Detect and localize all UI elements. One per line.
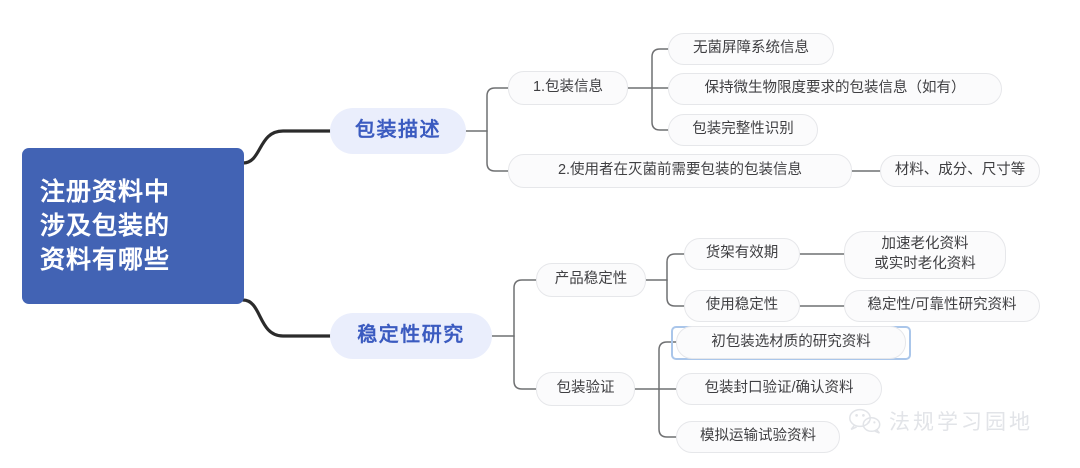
link-c3-to-g1 <box>666 253 685 281</box>
branch-node-stability-study[interactable]: 稳定性研究 <box>330 313 492 359</box>
link-c1-to-l3 <box>651 87 669 131</box>
leaf-packaging-integrity-identification[interactable]: 包装完整性识别 <box>668 114 818 146</box>
leaf-accelerated-or-realtime-aging-data[interactable]: 加速老化资料 或实时老化资料 <box>844 231 1006 279</box>
node-product-stability[interactable]: 产品稳定性 <box>536 263 646 297</box>
link-c3-to-g2 <box>666 279 685 307</box>
leaf-seal-validation-confirmation-data[interactable]: 包装封口验证/确认资料 <box>676 373 882 405</box>
branch-node-packaging-description[interactable]: 包装描述 <box>330 108 466 154</box>
node-shelf-life[interactable]: 货架有效期 <box>684 238 800 270</box>
link-branch1-to-c1 <box>486 87 509 132</box>
leaf-microbial-limit-packaging-info[interactable]: 保持微生物限度要求的包装信息（如有） <box>668 73 1002 105</box>
link-branch1-to-c2 <box>486 130 509 172</box>
root-node[interactable]: 注册资料中 涉及包装的 资料有哪些 <box>22 148 244 304</box>
link-branch2-to-c3 <box>513 279 537 337</box>
leaf-material-composition-size[interactable]: 材料、成分、尺寸等 <box>880 155 1040 187</box>
leaf-stability-reliability-study-data[interactable]: 稳定性/可靠性研究资料 <box>844 290 1040 322</box>
watermark-label: 法规学习园地 <box>889 411 1033 434</box>
node-packaging-info[interactable]: 1.包装信息 <box>508 71 628 105</box>
node-in-use-stability[interactable]: 使用稳定性 <box>684 290 800 322</box>
watermark: 法规学习园地 <box>848 406 1033 436</box>
leaf-primary-packaging-material-selection-study[interactable]: 初包装选材质的研究资料 <box>676 326 906 359</box>
link-root-to-branch-2 <box>241 298 332 338</box>
link-c1-to-l1 <box>651 48 669 89</box>
leaf-sterile-barrier-system-info[interactable]: 无菌屏障系统信息 <box>668 33 834 65</box>
wechat-icon <box>849 408 881 434</box>
node-user-pre-sterilization-packaging-info[interactable]: 2.使用者在灭菌前需要包装的包装信息 <box>508 154 852 188</box>
link-branch2-to-c4 <box>513 335 537 390</box>
link-c4-to-l9 <box>658 388 677 438</box>
leaf-simulated-transport-test-data[interactable]: 模拟运输试验资料 <box>676 421 840 453</box>
link-root-to-branch-1 <box>241 129 332 165</box>
node-packaging-validation[interactable]: 包装验证 <box>536 372 635 406</box>
